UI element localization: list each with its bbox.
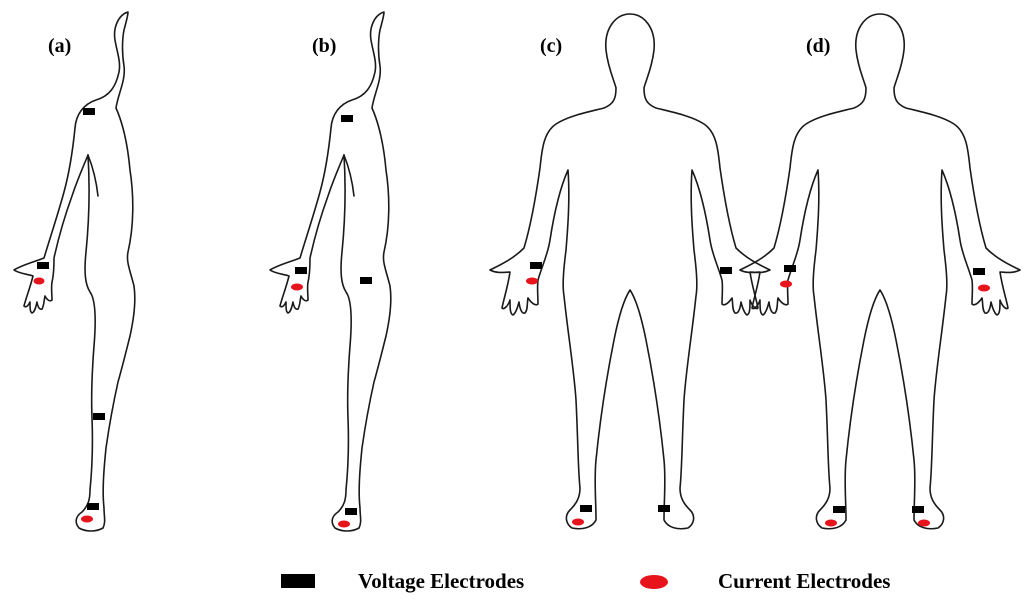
- voltage-electrode-a-knee: [93, 413, 105, 420]
- current-electrode-c-right-palm: [526, 277, 538, 285]
- voltage-electrode-a-ankle: [87, 503, 99, 510]
- voltage-electrode-c-left-ankle: [658, 505, 670, 512]
- panel-label-d: (d): [806, 35, 830, 57]
- current-electrode-d-left-foot: [918, 519, 930, 527]
- body-outline-a: [13, 11, 136, 532]
- legend-voltage-swatch: [281, 574, 315, 588]
- voltage-electrode-d-left-ankle: [912, 506, 924, 513]
- voltage-electrode-c-right-wrist: [530, 262, 542, 269]
- current-electrode-a-foot: [81, 515, 93, 523]
- voltage-electrode-a-wrist: [37, 262, 49, 269]
- current-electrode-b-palm: [291, 283, 303, 291]
- current-electrode-d-left-palm: [978, 284, 990, 292]
- voltage-electrode-b-shoulder: [341, 115, 353, 122]
- voltage-electrode-b-wrist: [295, 267, 307, 274]
- voltage-electrode-b-hip: [360, 277, 372, 284]
- panel-label-a: (a): [48, 35, 71, 57]
- voltage-electrode-b-ankle: [345, 508, 357, 515]
- current-electrode-c-right-foot: [572, 518, 584, 526]
- legend: Voltage Electrodes Current Electrodes: [281, 569, 890, 593]
- body-outline-b: [269, 11, 392, 532]
- voltage-electrode-a-shoulder: [83, 108, 95, 115]
- current-electrode-d-right-palm: [780, 280, 792, 288]
- voltage-electrode-d-left-wrist: [973, 268, 985, 275]
- panel-label-b: (b): [312, 35, 336, 57]
- voltage-electrode-d-right-wrist: [784, 265, 796, 272]
- legend-voltage-label: Voltage Electrodes: [358, 569, 524, 593]
- voltage-electrode-d-right-ankle: [833, 506, 845, 513]
- voltage-electrode-c-left-wrist: [720, 267, 732, 274]
- current-electrode-a-palm: [33, 277, 45, 285]
- panel-label-c: (c): [540, 35, 562, 57]
- legend-current-label: Current Electrodes: [718, 569, 890, 593]
- current-electrode-b-foot: [338, 520, 350, 528]
- current-electrode-d-right-foot: [825, 519, 837, 527]
- legend-current-swatch: [640, 575, 668, 589]
- voltage-electrode-c-right-ankle: [580, 505, 592, 512]
